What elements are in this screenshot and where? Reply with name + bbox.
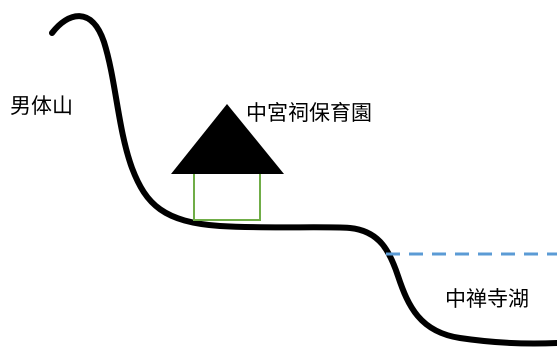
- house-roof: [171, 104, 284, 174]
- house-body: [193, 171, 261, 221]
- nursery-label: 中宮祠保育園: [246, 101, 372, 125]
- mountain-label: 男体山: [10, 94, 73, 118]
- terrain-profile: [49, 13, 557, 347]
- lake-label: 中禅寺湖: [445, 287, 529, 311]
